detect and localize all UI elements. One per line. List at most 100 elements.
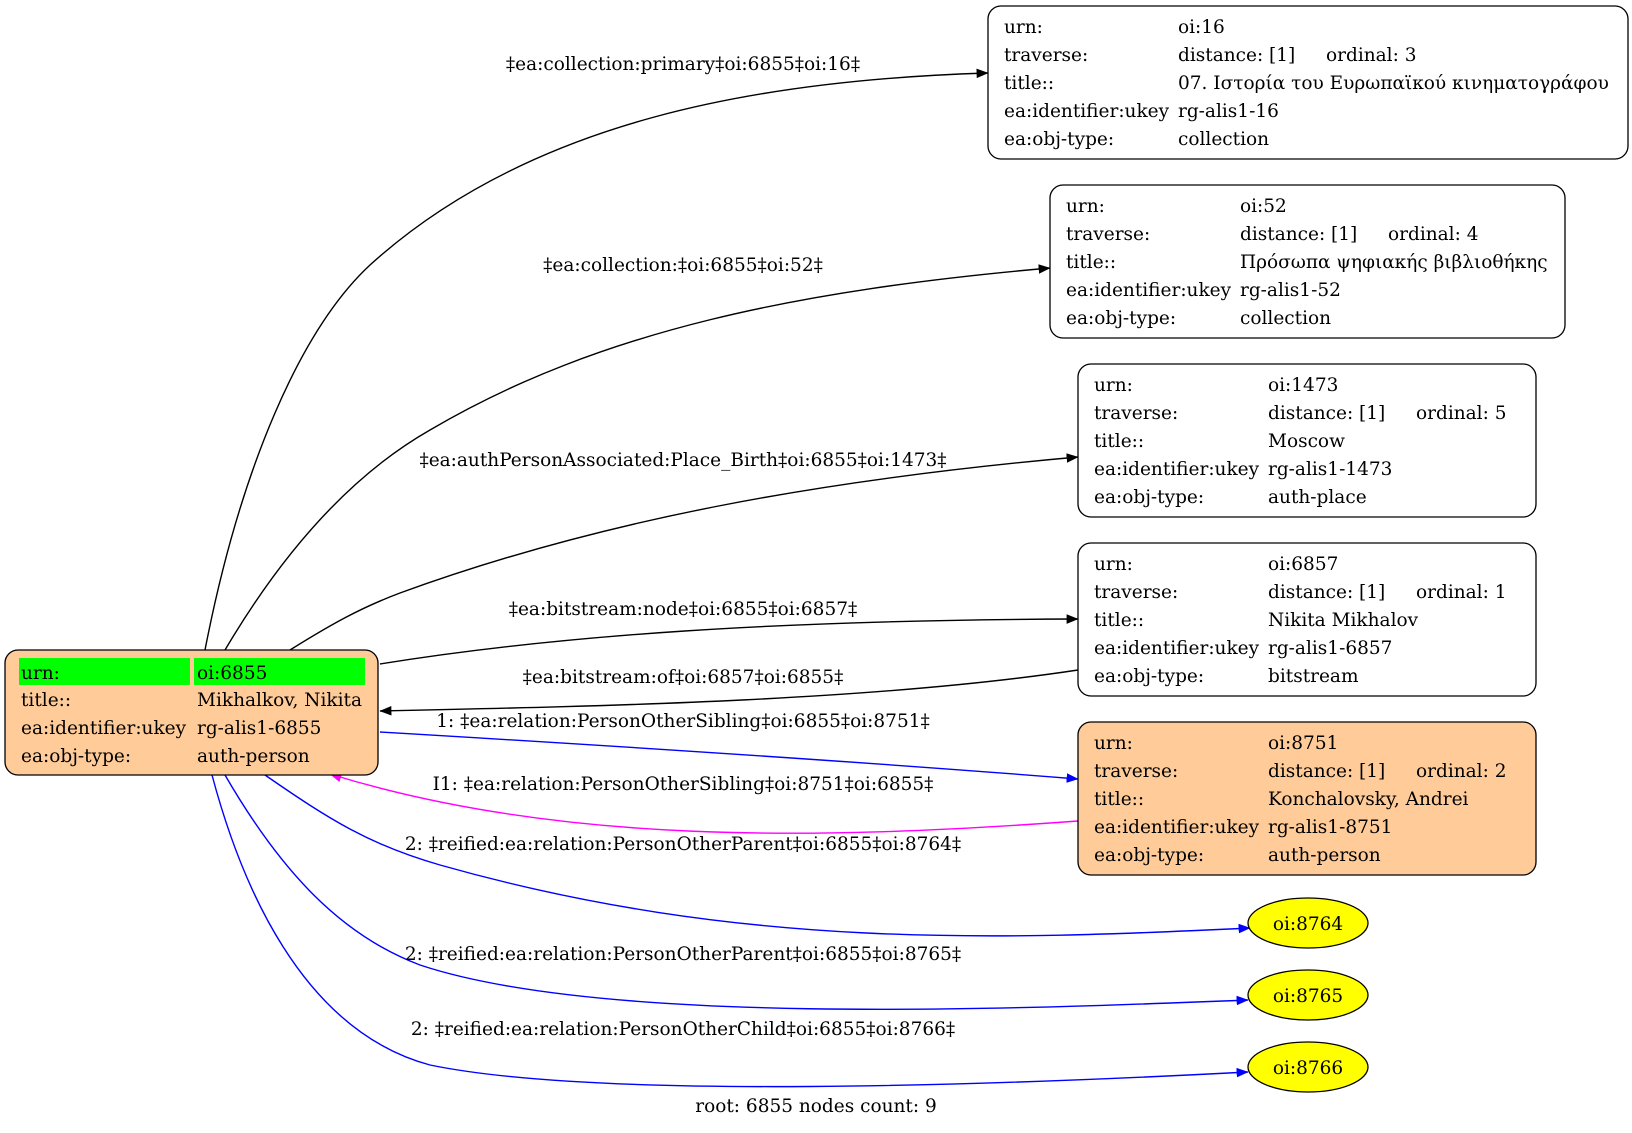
node-value: Πρόσωπα ψηφιακής βιβλιοθήκης xyxy=(1240,252,1548,273)
root-objtype-value: auth-person xyxy=(197,746,310,767)
node-value: Konchalovsky, Andrei xyxy=(1268,789,1469,810)
node-value: oi:1473 xyxy=(1268,375,1338,396)
edge-place-birth-oi1473 xyxy=(289,453,1079,651)
node-extra: ordinal: 5 xyxy=(1416,403,1507,424)
node-value: 07. Ιστορία του Ευρωπαϊκού κινηματογράφο… xyxy=(1178,73,1609,94)
edge-label-sibling-back: I1: ‡ea:relation:PersonOtherSibling‡oi:8… xyxy=(433,774,934,795)
node-value: rg-alis1-1473 xyxy=(1268,459,1392,480)
node-oi8751[interactable]: urn: oi:8751 traverse: distance: [1] ord… xyxy=(1077,721,1537,876)
node-key: urn: xyxy=(1004,17,1043,38)
root-ukey-key: ea:identifier:ukey xyxy=(21,718,187,739)
node-value: collection xyxy=(1240,308,1331,329)
root-title-key: title:: xyxy=(21,690,71,711)
node-value: bitstream xyxy=(1268,666,1359,687)
node-key: ea:identifier:ukey xyxy=(1066,280,1232,301)
node-value: distance: [1] xyxy=(1240,224,1357,245)
edge-sibling-oi8751 xyxy=(379,731,1079,783)
edge-label-bitstream-of: ‡ea:bitstream:of‡oi:6857‡oi:6855‡ xyxy=(523,667,844,688)
node-key: urn: xyxy=(1094,375,1133,396)
node-extra: ordinal: 2 xyxy=(1416,761,1507,782)
edge-label-collection: ‡ea:collection:‡oi:6855‡oi:52‡ xyxy=(543,255,823,276)
node-value: rg-alis1-8751 xyxy=(1268,817,1392,838)
edge-label-place-birth: ‡ea:authPersonAssociated:Place_Birth‡oi:… xyxy=(419,450,946,471)
node-key: urn: xyxy=(1094,554,1133,575)
root-node[interactable]: urn: oi:6855 title:: Mikhalkov, Nikita e… xyxy=(4,649,379,776)
node-value: distance: [1] xyxy=(1178,45,1295,66)
node-oi52[interactable]: urn: oi:52 traverse: distance: [1] ordin… xyxy=(1049,184,1566,339)
node-oi6857-box xyxy=(1077,542,1537,697)
node-key: ea:obj-type: xyxy=(1094,845,1204,866)
edge-bitstream-node-oi6857 xyxy=(379,614,1079,665)
edge-child-oi8766 xyxy=(211,774,1249,1088)
root-title-value: Mikhalkov, Nikita xyxy=(197,690,362,711)
node-value: rg-alis1-16 xyxy=(1178,101,1279,122)
node-key: ea:obj-type: xyxy=(1094,666,1204,687)
ellipse-label: oi:8764 xyxy=(1273,914,1343,935)
node-key: title:: xyxy=(1094,789,1144,810)
node-key: urn: xyxy=(1066,196,1105,217)
edge-label-child-8766: 2: ‡reified:ea:relation:PersonOtherChild… xyxy=(411,1019,955,1040)
ellipse-label: oi:8765 xyxy=(1273,986,1343,1007)
root-ukey-value: rg-alis1-6855 xyxy=(197,718,321,739)
node-key: traverse: xyxy=(1094,582,1178,603)
node-key: ea:obj-type: xyxy=(1004,129,1114,150)
ellipse-oi8764 xyxy=(1247,897,1369,949)
node-key: ea:identifier:ukey xyxy=(1094,459,1260,480)
node-oi16-box xyxy=(987,5,1629,160)
ellipse-node-oi8765[interactable]: oi:8765 xyxy=(1247,969,1369,1021)
node-value: auth-person xyxy=(1268,845,1381,866)
node-value: rg-alis1-6857 xyxy=(1268,638,1392,659)
node-value: oi:52 xyxy=(1240,196,1287,217)
ellipse-oi8766 xyxy=(1247,1041,1369,1093)
root-urn-key: urn: xyxy=(21,663,60,684)
edges: ‡ea:collection:primary‡oi:6855‡oi:16‡ ‡e… xyxy=(204,54,1251,1088)
edge-collection-primary-oi16 xyxy=(204,68,989,651)
root-urn-value: oi:6855 xyxy=(197,663,267,684)
node-value: oi:16 xyxy=(1178,17,1225,38)
edge-label-bitstream-node: ‡ea:bitstream:node‡oi:6855‡oi:6857‡ xyxy=(509,599,858,620)
node-key: title:: xyxy=(1094,610,1144,631)
node-key: ea:obj-type: xyxy=(1094,487,1204,508)
node-key: ea:identifier:ukey xyxy=(1094,817,1260,838)
node-oi16[interactable]: urn: oi:16 traverse: distance: [1] ordin… xyxy=(987,5,1629,160)
root-urn-key-highlight xyxy=(19,658,190,685)
node-key: title:: xyxy=(1094,431,1144,452)
node-value: distance: [1] xyxy=(1268,582,1385,603)
edge-label-collection-primary: ‡ea:collection:primary‡oi:6855‡oi:16‡ xyxy=(506,54,860,75)
edge-sibling-back xyxy=(329,772,1079,834)
ellipse-label: oi:8766 xyxy=(1273,1058,1343,1079)
root-objtype-key: ea:obj-type: xyxy=(21,746,131,767)
node-value: distance: [1] xyxy=(1268,761,1385,782)
ellipse-node-oi8766[interactable]: oi:8766 xyxy=(1247,1041,1369,1093)
edge-collection-oi52 xyxy=(224,264,1051,651)
node-key: title:: xyxy=(1004,73,1054,94)
node-value: oi:6857 xyxy=(1268,554,1338,575)
edge-label-parent-8764: 2: ‡reified:ea:relation:PersonOtherParen… xyxy=(405,834,961,855)
node-extra: ordinal: 3 xyxy=(1326,45,1417,66)
node-value: auth-place xyxy=(1268,487,1367,508)
node-oi52-box xyxy=(1049,184,1566,339)
node-key: title:: xyxy=(1066,252,1116,273)
node-key: ea:identifier:ukey xyxy=(1004,101,1170,122)
node-oi6857[interactable]: urn: oi:6857 traverse: distance: [1] ord… xyxy=(1077,542,1537,697)
node-oi1473-box xyxy=(1077,363,1537,518)
edge-parent-oi8765 xyxy=(224,774,1249,1011)
node-value: collection xyxy=(1178,129,1269,150)
root-urn-value-highlight xyxy=(194,658,365,685)
node-key: ea:obj-type: xyxy=(1066,308,1176,329)
node-extra: ordinal: 4 xyxy=(1388,224,1479,245)
ellipse-node-oi8764[interactable]: oi:8764 xyxy=(1247,897,1369,949)
node-key: ea:identifier:ukey xyxy=(1094,638,1260,659)
node-value: Moscow xyxy=(1268,431,1345,452)
node-value: distance: [1] xyxy=(1268,403,1385,424)
edge-parent-oi8764 xyxy=(264,774,1251,937)
node-key: traverse: xyxy=(1066,224,1150,245)
node-value: oi:8751 xyxy=(1268,733,1338,754)
node-oi8751-box xyxy=(1077,721,1537,876)
ellipse-oi8765 xyxy=(1247,969,1369,1021)
edge-label-sibling: 1: ‡ea:relation:PersonOtherSibling‡oi:68… xyxy=(436,711,930,732)
node-key: traverse: xyxy=(1094,761,1178,782)
node-oi1473[interactable]: urn: oi:1473 traverse: distance: [1] ord… xyxy=(1077,363,1537,518)
